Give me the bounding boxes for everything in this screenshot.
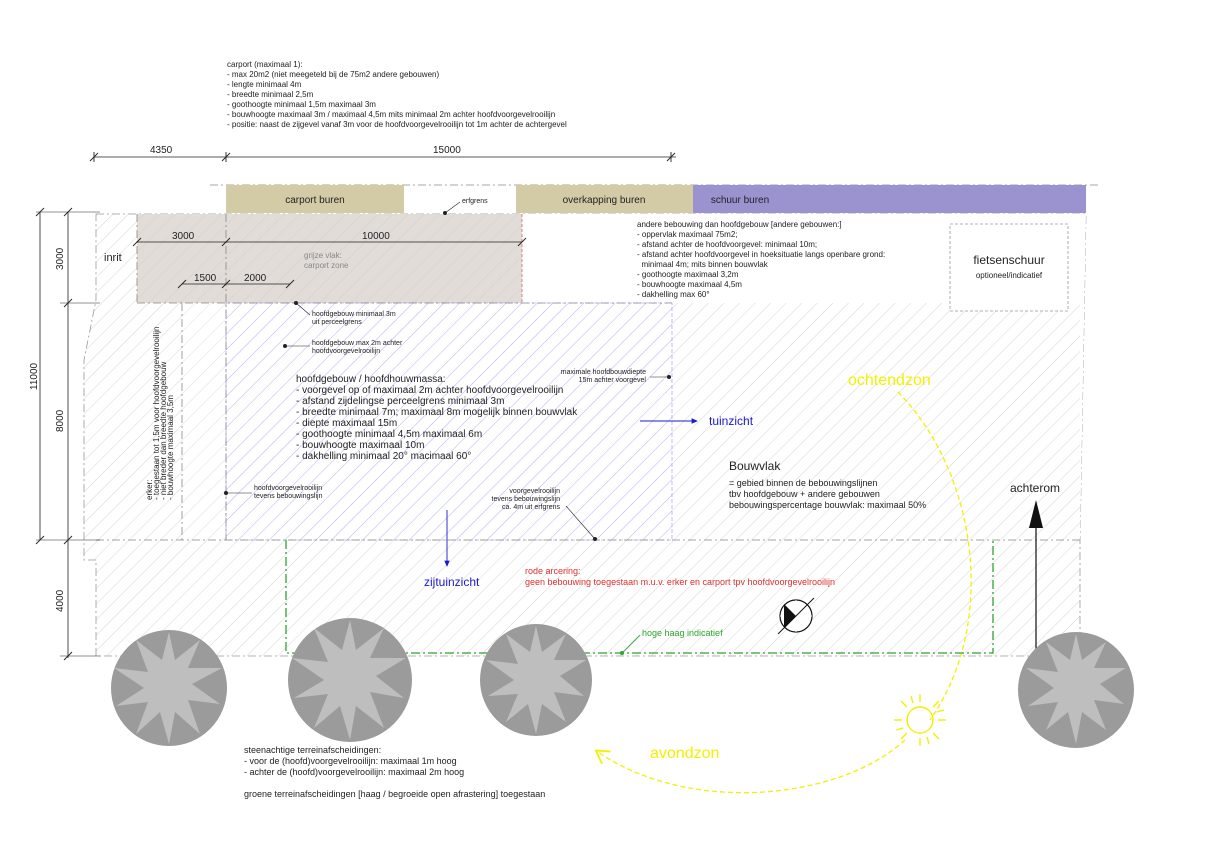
zijtuinzicht-label: zijtuinzicht [424, 575, 480, 589]
tree-icon [288, 618, 412, 742]
schuur-buren-label: schuur buren [711, 195, 769, 206]
avondzon-arc [598, 739, 906, 794]
ochtendzon-label: ochtendzon [848, 372, 931, 389]
hoofdgebouw-rules: hoofdgebouw / hoofdhouwmassa: - voorgeve… [296, 374, 578, 462]
fietsenschuur-title: fietsenschuur [973, 253, 1044, 267]
andere-gebouwen-line: - dakhelling max 60° [637, 290, 710, 299]
bouwvlak-line: = gebied binnen de bebouwingslijnen [729, 478, 877, 488]
carport-zone-label: carport zone [304, 261, 349, 270]
carport-rule-line: - lengte minimaal 4m [227, 80, 302, 89]
sun-icon [894, 694, 946, 746]
side-dimension-lines: 3000 11000 8000 4000 [29, 207, 100, 661]
erker-line: - niet breder dan breedte hoofdgebouw [159, 361, 168, 500]
hoofdgebouw-3m-label-2: uit perceelgrens [312, 319, 362, 326]
hoge-haag-label: hoge haag indicatief [642, 628, 723, 638]
bouwvlak-line: bebouwingspercentage bouwvlak: maximaal … [729, 500, 926, 510]
carport-rules-title: carport (maximaal 1): [227, 60, 303, 69]
carport-buren-label: carport buren [285, 195, 344, 206]
dim-10000: 10000 [362, 231, 390, 242]
andere-gebouwen-line: minimaal 4m; mits binnen bouwvlak [637, 260, 769, 269]
carport-rule-line: - breedte minimaal 2,5m [227, 90, 314, 99]
inrit-label: inrit [104, 252, 122, 264]
hoofdvoorgevelrooilijn-label: hoofdvoorgevelrooilijn [254, 485, 322, 492]
rode-arcering-title: rode arcering: [525, 566, 581, 576]
erker-title: erker: [145, 480, 154, 500]
erfgrens-label: erfgrens [462, 198, 488, 205]
andere-gebouwen-rules: andere bebouwing dan hoofdgebouw [andere… [637, 220, 885, 299]
dim-3000: 3000 [172, 231, 195, 242]
overkapping-buren-label: overkapping buren [563, 195, 646, 206]
bouwvlak-hatch [672, 303, 1080, 540]
avondzon-label: avondzon [650, 745, 719, 762]
terrein-line: - voor de (hoofd)voorgevelrooilijn: maxi… [244, 756, 457, 766]
carport-rule-line: - goothoogte minimaal 1,5m maximaal 3m [227, 100, 376, 109]
terrein-groen: groene terreinafscheidingen [haag / begr… [244, 789, 545, 799]
erker-zone-hatch [182, 303, 226, 540]
tree-icon [480, 624, 592, 736]
tree-icon [1018, 632, 1134, 748]
grijze-vlak-label: grijze vlak: [304, 251, 342, 260]
hedge-line [285, 540, 994, 654]
max-diepte-label: maximale hoofdbouwdiepte [561, 369, 646, 376]
bouwvlak-title: Bouwvlak [729, 459, 781, 473]
dim-side-4000: 4000 [55, 589, 66, 612]
hoofdgebouw-line: - dakhelling minimaal 20° macimaal 60° [296, 451, 471, 462]
erker-line: - bouwhoogte maximaal 3,5m [166, 395, 175, 500]
hoofdgebouw-line: - breedte minimaal 7m; maximaal 8m mogel… [296, 407, 578, 418]
andere-gebouwen-line: - afstand achter hoofdvoorgevel in hoeks… [637, 250, 885, 259]
hoofdgebouw-line: - voorgevel op of maximaal 2m achter hoo… [296, 385, 563, 396]
hoofdgebouw-line: - afstand zijdelingse perceelgrens minim… [296, 396, 504, 407]
hoofdgebouw-title: hoofdgebouw / hoofdhouwmassa: [296, 374, 446, 385]
terrein-line: - achter de (hoofd)voorgevelrooilijn: ma… [244, 767, 464, 777]
dim-2000: 2000 [244, 273, 267, 284]
andere-gebouwen-line: - afstand achter de hoofdvoorgevel: mini… [637, 240, 817, 249]
erker-line: - toegestaan tot 1,5m voor hoofdvoorgeve… [152, 327, 161, 500]
achterom-label: achterom [1010, 481, 1060, 495]
andere-gebouwen-title: andere bebouwing dan hoofdgebouw [andere… [637, 220, 842, 229]
voorgevelrooilijn-label: voorgevelrooilijn [509, 488, 560, 495]
carport-rule-line: - max 20m2 (niet meegeteld bij de 75m2 a… [227, 70, 439, 79]
hoofdgebouw-line: - diepte maximaal 15m [296, 418, 397, 429]
top-dimension-line: 4350 15000 [89, 145, 676, 162]
schuur-buren-bar [693, 185, 1086, 213]
bouwvlak-line: tbv hoofdgebouw + andere gebouwen [729, 489, 880, 499]
erker-rules: erker: - toegestaan tot 1,5m voor hoofdv… [145, 327, 175, 500]
carport-buren-bar [226, 185, 404, 213]
max-diepte-label-2: 15m achter voorgevel [579, 377, 647, 384]
carport-rules: carport (maximaal 1): - max 20m2 (niet m… [227, 60, 567, 129]
fietsenschuur-box [949, 223, 1069, 312]
hoofdgebouw-2m-label: hoofdgebouw max 2m achter [312, 340, 403, 347]
voorgevelrooilijn-label-3: ca. 4m uit erfgrens [502, 504, 560, 511]
andere-gebouwen-line: - oppervlak maximaal 75m2; [637, 230, 737, 239]
fietsenschuur-subtitle: optioneel/indicatief [976, 271, 1043, 280]
hoofdvoorgevelrooilijn-label-2: tevens bebouwingslijn [254, 493, 323, 500]
tree-icon [111, 630, 227, 746]
dim-side-3000: 3000 [55, 247, 66, 270]
carport-rule-line: - bouwhoogte maximaal 3m / maximaal 4,5m… [227, 110, 555, 119]
rode-arcering-text: geen bebouwing toegestaan m.u.v. erker e… [525, 577, 835, 587]
terrein-title: steenachtige terreinafscheidingen: [244, 745, 381, 755]
ochtendzon-arc [897, 391, 972, 721]
carport-dimensions: 3000 10000 1500 2000 [132, 231, 527, 289]
terrein-rules: steenachtige terreinafscheidingen: - voo… [244, 745, 545, 799]
dim-1500: 1500 [194, 273, 217, 284]
andere-gebouwen-line: - goothoogte maximaal 3,2m [637, 270, 739, 279]
andere-gebouwen-line: - bouwhoogte maximaal 4,5m [637, 280, 742, 289]
hoofdgebouw-line: - bouwhoogte maximaal 10m [296, 440, 424, 451]
north-arrow-icon [777, 597, 815, 635]
carport-rule-line: - positie: naast de zijgevel vanaf 3m vo… [227, 120, 567, 129]
dim-side-11000: 11000 [29, 362, 40, 390]
hoofdgebouw-3m-label: hoofdgebouw minimaal 3m [312, 311, 396, 318]
dim-side-8000: 8000 [55, 409, 66, 432]
tuinzicht-label: tuinzicht [709, 414, 754, 428]
hoofdgebouw-line: - goothoogte minimaal 4,5m maximaal 6m [296, 429, 482, 440]
dim-4350: 4350 [150, 145, 173, 156]
hoofdgebouw-2m-label-2: hoofdvoorgevelrooilijn [312, 348, 380, 355]
voorgevelrooilijn-label-2: tevens bebouwingslijn [492, 496, 561, 503]
overkapping-buren-bar [516, 185, 693, 213]
dim-15000: 15000 [433, 145, 461, 156]
